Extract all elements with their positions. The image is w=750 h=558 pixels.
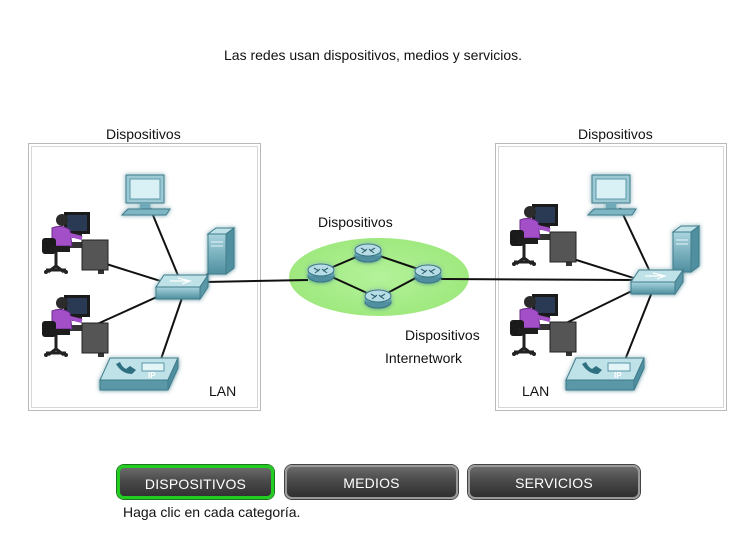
monitor-icon (121, 174, 171, 216)
server-icon (672, 225, 700, 273)
workstation-user-icon (40, 210, 110, 276)
internetwork-bottom-label: Dispositivos (405, 327, 480, 343)
left-lan-header: Dispositivos (106, 126, 181, 142)
services-button[interactable]: SERVICIOS (468, 465, 640, 499)
switch-icon (630, 269, 684, 295)
workstation-user-icon (40, 293, 110, 359)
right-lan-label: LAN (522, 383, 550, 399)
router-icon (354, 243, 382, 263)
left-lan-label: LAN (209, 383, 237, 399)
server-icon (207, 227, 235, 275)
instruction-text: Haga clic en cada categoría. (123, 504, 301, 520)
right-lan-header: Dispositivos (578, 126, 653, 142)
internetwork-cloud (289, 238, 469, 316)
router-icon (307, 263, 335, 283)
switch-icon (155, 274, 209, 300)
monitor-icon (587, 174, 637, 216)
devices-button[interactable]: DISPOSITIVOS (117, 465, 274, 499)
internetwork-top-label: Dispositivos (318, 214, 393, 230)
router-icon (364, 289, 392, 309)
workstation-user-icon (508, 202, 578, 268)
workstation-user-icon (508, 292, 578, 358)
ip-phone-icon (565, 357, 645, 391)
page-title: Las redes usan dispositivos, medios y se… (224, 47, 523, 63)
media-button[interactable]: MEDIOS (285, 465, 458, 499)
internetwork-name: Internetwork (385, 350, 463, 366)
ip-phone-icon (99, 357, 179, 391)
router-icon (414, 264, 442, 284)
